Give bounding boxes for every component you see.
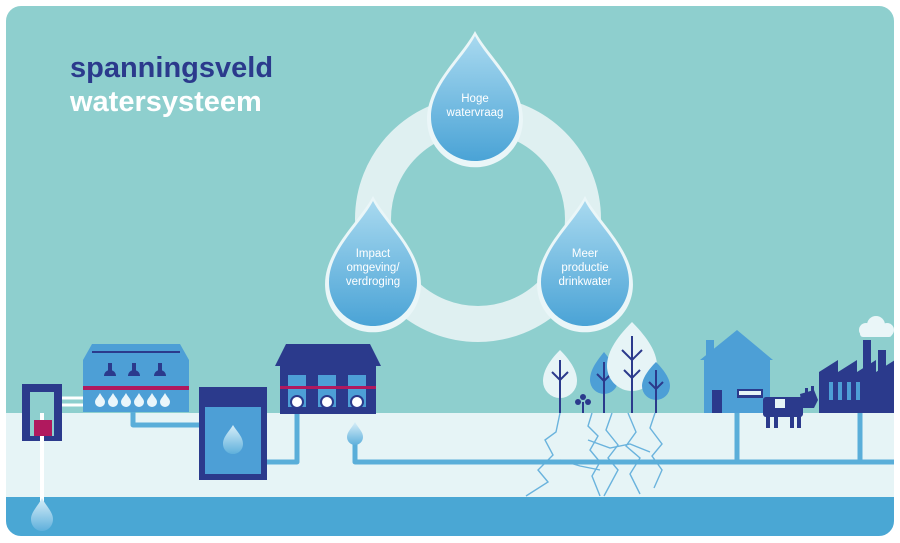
groundwater-layer [5,497,895,537]
title-line-2: watersysteem [70,86,262,118]
frame-border [4,4,896,538]
tree-icon [543,322,670,413]
reservoir-icon [199,387,267,480]
cloud-icon [859,316,894,337]
well-icon [22,384,62,531]
factory-icon [819,340,895,413]
title-line-1: spanningsveld [70,52,274,84]
pumping-station-icon [275,344,381,445]
cow-icon [763,386,818,428]
house-icon [700,330,773,413]
water-pipes [130,410,895,465]
label-hoge-watervraag: Hoge watervraag [446,93,504,119]
label-impact-omgeving: Impact omgeving/ verdroging [345,248,401,288]
treatment-plant-icon [83,344,189,412]
label-meer-productie: Meer productie drinkwater [558,248,612,288]
